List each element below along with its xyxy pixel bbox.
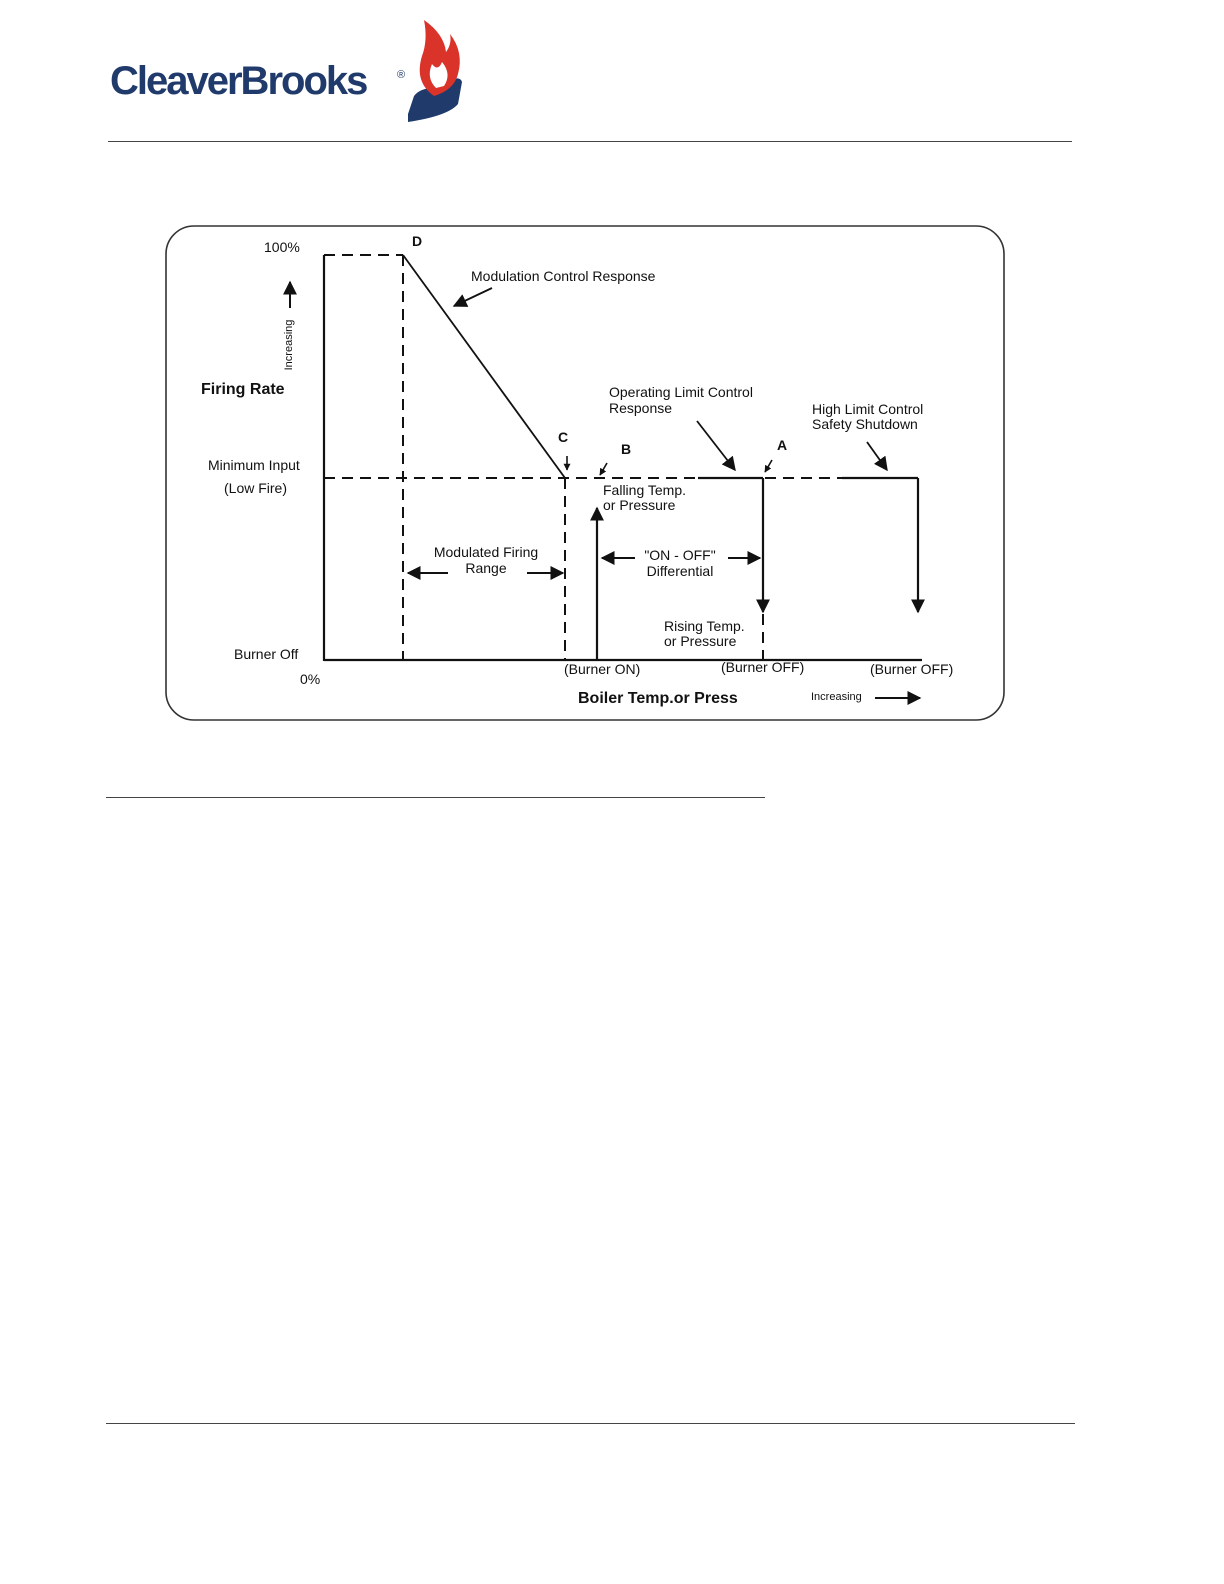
y-bottom-label: 0% [300,671,320,687]
figure-divider [106,797,765,798]
low-fire-label: (Low Fire) [224,480,287,496]
point-a-label: A [777,437,787,453]
header-divider [108,141,1072,142]
rising-temp-label-line2: or Pressure [664,633,737,649]
operating-limit-label-line1: Operating Limit Control [609,384,753,400]
y-top-label: 100% [264,239,300,255]
rising-temp-label-line1: Rising Temp. [664,618,745,634]
modulated-range-label-line2: Range [465,560,506,576]
burner-off-a-label: (Burner OFF) [721,659,804,675]
high-limit-label-line2: Safety Shutdown [812,416,918,432]
falling-temp-label-line1: Falling Temp. [603,482,686,498]
burner-on-label: (Burner ON) [564,661,640,677]
cleaver-brooks-logo: CleaverBrooks ® [110,20,462,122]
flame-hand-icon [408,20,462,122]
operating-limit-pointer-arrow [696,420,736,472]
point-a-pointer [764,459,773,473]
point-b-pointer [599,462,608,476]
y-increasing-label: Increasing [283,320,295,371]
high-limit-label-line1: High Limit Control [812,401,923,417]
point-b-label: B [621,441,631,457]
min-input-label: Minimum Input [208,457,300,473]
y-axis-title: Firing Rate [201,381,285,398]
burner-off-label: Burner Off [234,646,298,662]
x-axis-title: Boiler Temp.or Press [578,690,738,707]
firing-rate-diagram: 100% 0% Increasing Firing Rate Minimum I… [165,225,1005,721]
modulated-range-label-line1: Modulated Firing [434,544,538,560]
logo-wordmark: CleaverBrooks [110,59,367,103]
modulation-response-label: Modulation Control Response [471,268,656,284]
onoff-label-line2: Differential [647,563,714,579]
logo-registered-mark: ® [397,69,405,81]
modulation-pointer-arrow [452,287,493,307]
operating-limit-label-line2: Response [609,400,672,416]
point-d-label: D [412,233,422,249]
x-increasing-label: Increasing [811,691,862,703]
modulation-response-line [402,254,566,479]
high-limit-pointer-arrow [866,441,888,472]
burner-off-b-label: (Burner OFF) [870,661,953,677]
diagram-frame [165,225,1005,721]
onoff-label-line1: "ON - OFF" [644,547,715,563]
falling-temp-label-line2: or Pressure [603,497,676,513]
footer-divider [106,1423,1075,1424]
point-c-label: C [558,429,568,445]
